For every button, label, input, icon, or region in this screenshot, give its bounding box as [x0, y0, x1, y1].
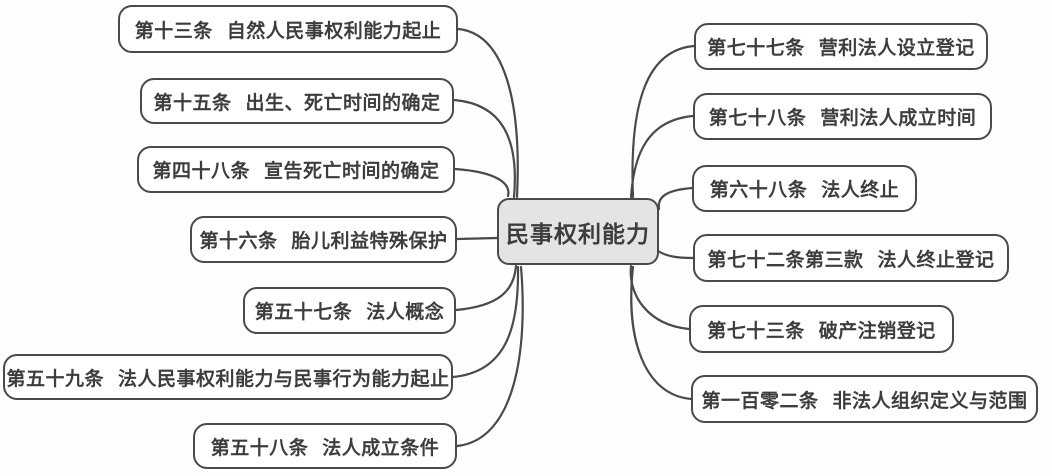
node-article-78[interactable]: 第七十八条 营利法人成立时间	[693, 93, 992, 140]
node-article-58[interactable]: 第五十八条 法人成立条件	[193, 423, 457, 469]
article-number: 第一百零二条	[701, 390, 819, 412]
connector-line-left-7	[455, 265, 524, 448]
article-title: 法人终止	[821, 180, 900, 201]
node-article-77[interactable]: 第七十七条 营利法人设立登记	[694, 23, 988, 70]
article-number: 第十六条	[199, 231, 278, 252]
article-title: 法人概念	[366, 302, 445, 323]
node-article-57[interactable]: 第五十七条 法人概念	[243, 287, 456, 334]
article-title: 宣告死亡时间的确定	[264, 161, 440, 182]
connector-line-left-6	[451, 265, 520, 379]
article-number: 第七十七条	[707, 38, 805, 59]
connector-line-right-4	[656, 249, 695, 260]
node-article-15[interactable]: 第十五条 出生、死亡时间的确定	[140, 78, 454, 124]
article-title: 营利法人设立登记	[818, 38, 975, 59]
article-number: 第六十八条	[709, 180, 808, 201]
article-title: 自然人民事权利能力起止	[226, 20, 442, 42]
article-title: 破产注销登记	[818, 320, 936, 342]
connector-line-right-6	[630, 265, 693, 401]
connector-line-right-5	[629, 264, 691, 331]
connector-line-left-5	[454, 264, 518, 312]
article-number: 第十三条	[134, 20, 213, 42]
article-number: 第五十九条	[6, 368, 104, 390]
article-title: 出生、死亡时间的确定	[245, 92, 441, 114]
connector-line-right-3	[657, 186, 694, 211]
article-number: 第十五条	[153, 92, 232, 114]
article-number: 第五十八条	[210, 437, 309, 459]
article-number: 第七十二条第三款	[707, 249, 864, 271]
connector-line-left-1	[456, 27, 519, 199]
node-article-48[interactable]: 第四十八条 宣告死亡时间的确定	[137, 146, 455, 193]
article-title: 营利法人成立时间	[820, 108, 977, 129]
center-node-label: 民事权利能力	[506, 220, 650, 247]
node-article-72-3[interactable]: 第七十二条第三款 法人终止登记	[693, 234, 1009, 282]
article-title: 胎儿利益特殊保护	[291, 231, 448, 252]
article-number: 第七十八条	[708, 108, 807, 129]
article-title: 法人民事权利能力与民事行为能力起止	[118, 368, 450, 390]
center-node[interactable]: 民事权利能力	[497, 198, 659, 265]
node-article-13[interactable]: 第十三条 自然人民事权利能力起止	[118, 5, 458, 53]
node-article-16[interactable]: 第十六条 胎儿利益特殊保护	[190, 216, 457, 263]
article-number: 第七十三条	[707, 320, 805, 342]
node-article-73[interactable]: 第七十三条 破产注销登记	[689, 305, 954, 353]
connector-line-left-3	[453, 167, 510, 198]
connector-line-right-1	[631, 44, 696, 199]
connector-line-left-2	[452, 98, 516, 199]
node-article-102[interactable]: 第一百零二条 非法人组织定义与范围	[691, 375, 1038, 423]
article-title: 法人终止登记	[877, 249, 995, 271]
article-title: 法人成立条件	[322, 437, 440, 459]
connector-line-left-4	[455, 236, 499, 241]
article-number: 第五十七条	[254, 302, 353, 323]
article-number: 第四十八条	[152, 161, 250, 182]
node-article-59[interactable]: 第五十九条 法人民事权利能力与民事行为能力起止	[3, 354, 453, 400]
connector-line-right-2	[629, 114, 695, 199]
article-title: 非法人组织定义与范围	[832, 390, 1028, 412]
node-article-68[interactable]: 第六十八条 法人终止	[692, 165, 917, 212]
